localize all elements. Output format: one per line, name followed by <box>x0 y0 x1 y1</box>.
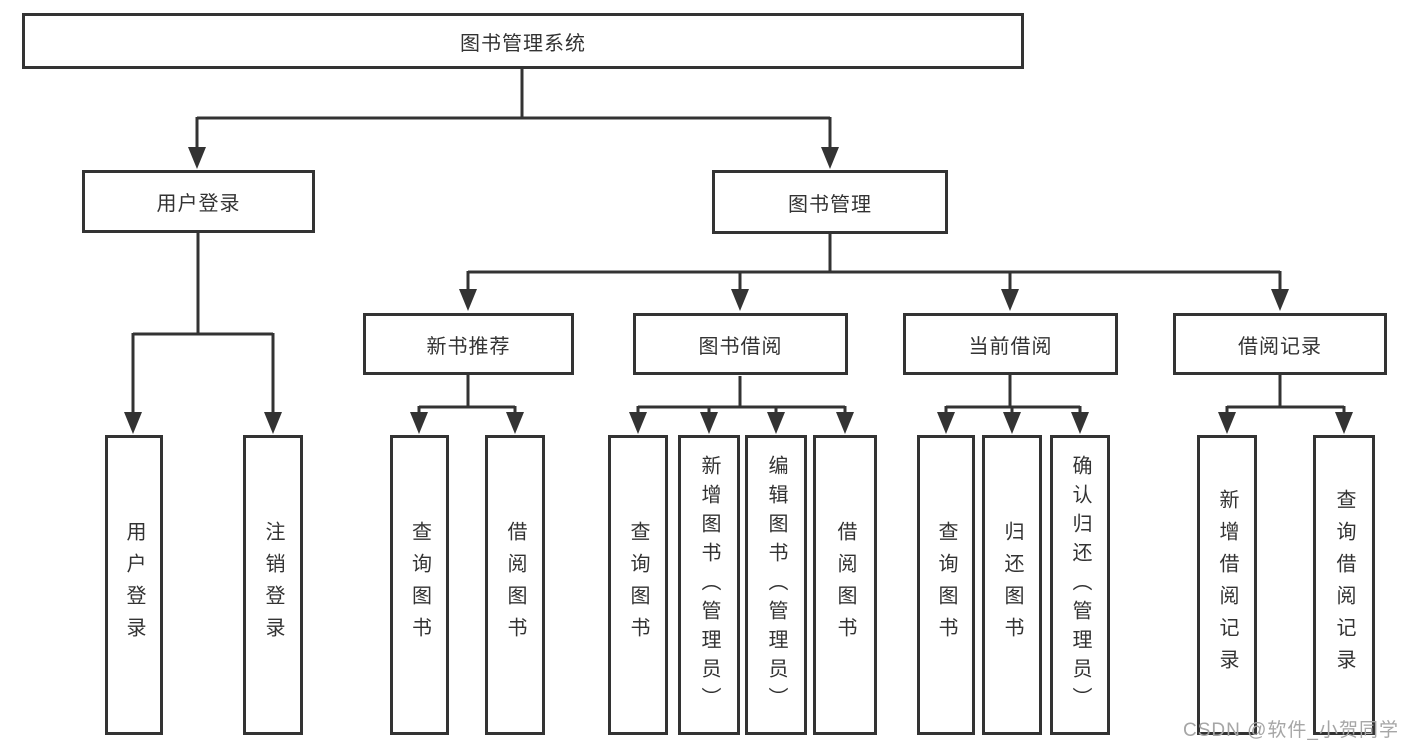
arrowhead <box>1335 412 1353 434</box>
leaf-return-books: 归还图书 <box>982 435 1042 735</box>
connector-bookmgmt-children <box>466 234 1282 292</box>
connector-userlogin-children <box>131 233 275 414</box>
node-book-borrowing-label: 图书借阅 <box>698 335 783 358</box>
node-current-borrowing-label: 当前借阅 <box>968 335 1053 358</box>
node-root: 图书管理系统 <box>22 13 1024 69</box>
node-current-borrowing: 当前借阅 <box>903 313 1118 375</box>
leaf-query-books-newbooks-label: 查询图书 <box>408 521 431 649</box>
arrowhead <box>124 412 142 434</box>
arrowhead <box>767 412 785 434</box>
leaf-confirm-return-admin-label: 确认归还（管理员） <box>1069 454 1091 716</box>
arrowhead <box>821 147 839 169</box>
arrowhead <box>836 412 854 434</box>
node-book-management-label: 图书管理 <box>788 193 872 216</box>
arrowhead <box>1271 289 1289 311</box>
leaf-borrow-books-newbooks: 借阅图书 <box>485 435 545 735</box>
leaf-confirm-return-admin: 确认归还（管理员） <box>1050 435 1110 735</box>
connector-current-children <box>944 375 1082 416</box>
leaf-return-books-label: 归还图书 <box>1001 521 1023 649</box>
arrowhead <box>1003 412 1021 434</box>
leaf-query-books-borrowing: 查询图书 <box>608 435 668 735</box>
leaf-query-borrow-record-label: 查询借阅记录 <box>1333 489 1355 681</box>
arrowhead <box>937 412 955 434</box>
node-user-login: 用户登录 <box>82 170 315 233</box>
leaf-add-borrow-record: 新增借阅记录 <box>1197 435 1257 735</box>
node-user-login-label: 用户登录 <box>156 193 241 215</box>
leaf-logout-label: 注销登录 <box>262 521 284 649</box>
leaf-query-books-newbooks: 查询图书 <box>390 435 449 735</box>
node-new-book-recommend-label: 新书推荐 <box>426 335 511 358</box>
leaf-query-books-current-label: 查询图书 <box>935 521 957 649</box>
node-book-borrowing: 图书借阅 <box>633 313 848 375</box>
arrowhead <box>629 412 647 434</box>
arrowhead <box>700 412 718 434</box>
csdn-watermark: CSDN @软件_小贺同学 <box>1183 720 1399 741</box>
node-book-management: 图书管理 <box>712 170 948 234</box>
arrowheads <box>124 147 1353 434</box>
leaf-edit-books-admin: 编辑图书（管理员） <box>745 435 807 735</box>
leaf-add-books-admin-label: 新增图书（管理员） <box>698 454 720 716</box>
arrowhead <box>188 147 206 169</box>
connector-root-to-level1 <box>195 69 832 150</box>
arrowhead <box>459 289 477 311</box>
leaf-borrow-books-borrowing: 借阅图书 <box>813 435 877 735</box>
arrowhead <box>1071 412 1089 434</box>
arrowhead <box>1001 289 1019 311</box>
leaf-query-books-borrowing-label: 查询图书 <box>627 521 649 649</box>
leaf-query-borrow-record: 查询借阅记录 <box>1313 435 1375 735</box>
leaf-user-login-label: 用户登录 <box>123 521 145 649</box>
arrowhead <box>1218 412 1236 434</box>
leaf-borrow-books-newbooks-label: 借阅图书 <box>504 521 526 649</box>
leaf-logout: 注销登录 <box>243 435 303 735</box>
connector-borrowing-children <box>636 376 847 416</box>
leaf-borrow-books-borrowing-label: 借阅图书 <box>834 521 856 649</box>
leaf-add-borrow-record-label: 新增借阅记录 <box>1216 489 1238 681</box>
node-root-label: 图书管理系统 <box>460 32 586 55</box>
connector-lines <box>131 69 1346 416</box>
leaf-query-books-current: 查询图书 <box>917 435 975 735</box>
leaf-user-login: 用户登录 <box>105 435 163 735</box>
arrowhead <box>410 412 428 434</box>
leaf-edit-books-admin-label: 编辑图书（管理员） <box>765 454 787 716</box>
arrowhead <box>506 412 524 434</box>
node-new-book-recommend: 新书推荐 <box>363 313 574 375</box>
leaf-add-books-admin: 新增图书（管理员） <box>678 435 740 735</box>
connector-records-children <box>1225 375 1346 416</box>
arrowhead <box>264 412 282 434</box>
connector-newbooks-children <box>417 375 517 416</box>
node-borrowing-records-label: 借阅记录 <box>1238 335 1322 358</box>
node-borrowing-records: 借阅记录 <box>1173 313 1387 375</box>
arrowhead <box>731 289 749 311</box>
